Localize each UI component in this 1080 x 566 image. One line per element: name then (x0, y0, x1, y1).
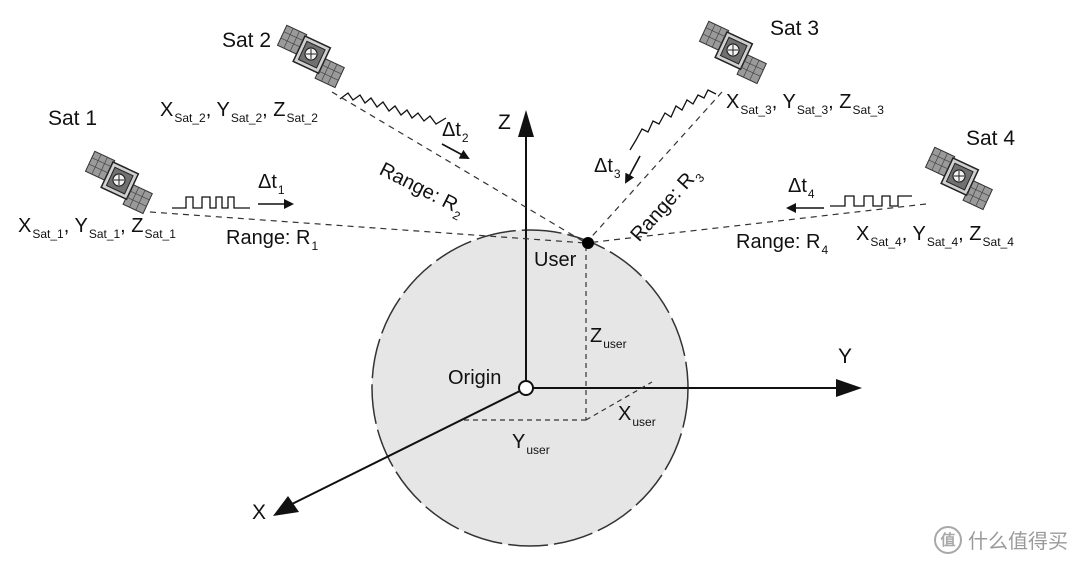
range-2-label: Range: R2 (375, 158, 463, 224)
satellite-4-icon (918, 146, 999, 211)
signal-pulse-3-icon (629, 89, 717, 151)
delta-t-4-label: Δt4 (788, 175, 815, 201)
delta-arrow-3-icon (625, 155, 641, 184)
range-line-3 (585, 91, 723, 244)
z-axis-arrow-icon (518, 110, 534, 137)
sat-1-coordinates: XSat_1, YSat_1, ZSat_1 (18, 215, 176, 241)
delta-arrow-2-icon (441, 143, 470, 159)
range-1-label: Range: R1 (226, 227, 319, 253)
range-line-4 (585, 203, 927, 244)
origin-label: Origin (448, 367, 502, 389)
satellite-2-icon (270, 24, 351, 89)
range-line-2 (331, 91, 587, 244)
sat-2-label: Sat 2 (222, 29, 272, 52)
signal-pulse-2-icon (339, 92, 447, 125)
z-user-label: Zuser (590, 325, 627, 351)
x-user-label: Xuser (618, 403, 656, 429)
z-axis-label: Z (498, 111, 511, 134)
delta-t-3-label: Δt3 (594, 155, 621, 181)
satellite-1-icon (78, 150, 159, 215)
y-axis-arrow-icon (836, 379, 862, 397)
satellite-3-icon (692, 20, 773, 85)
user-projection-lines (462, 246, 653, 421)
range-line-1 (149, 211, 587, 244)
sat-1-label: Sat 1 (48, 107, 98, 130)
watermark-text: 什么值得买 (968, 529, 1068, 553)
range-3-label: Range: R3 (626, 168, 708, 247)
x-axis-label: X (252, 501, 267, 524)
signal-pulse-1-icon (172, 196, 250, 209)
y-axis-label: Y (838, 345, 853, 368)
sat-2-coordinates: XSat_2, YSat_2, ZSat_2 (160, 99, 318, 125)
user-label: User (534, 249, 577, 271)
delta-t-2-label: Δt2 (442, 119, 469, 145)
sat-4-label: Sat 4 (966, 127, 1016, 150)
signal-pulse-4-icon (830, 195, 912, 207)
sat-3-label: Sat 3 (770, 17, 820, 40)
y-user-label: Yuser (512, 431, 550, 457)
user-point (582, 237, 594, 249)
sat-3-coordinates: XSat_3, YSat_3, ZSat_3 (726, 91, 884, 117)
x-axis (291, 387, 527, 505)
delta-t-1-label: Δt1 (258, 171, 285, 197)
sat-4-coordinates: XSat_4, YSat_4, ZSat_4 (856, 223, 1014, 249)
watermark: 值 什么值得买 (934, 525, 1068, 554)
watermark-logo-icon: 值 (934, 525, 962, 554)
x-axis-arrow-icon (273, 496, 299, 516)
range-4-label: Range: R4 (736, 231, 829, 257)
origin-point (518, 380, 534, 396)
